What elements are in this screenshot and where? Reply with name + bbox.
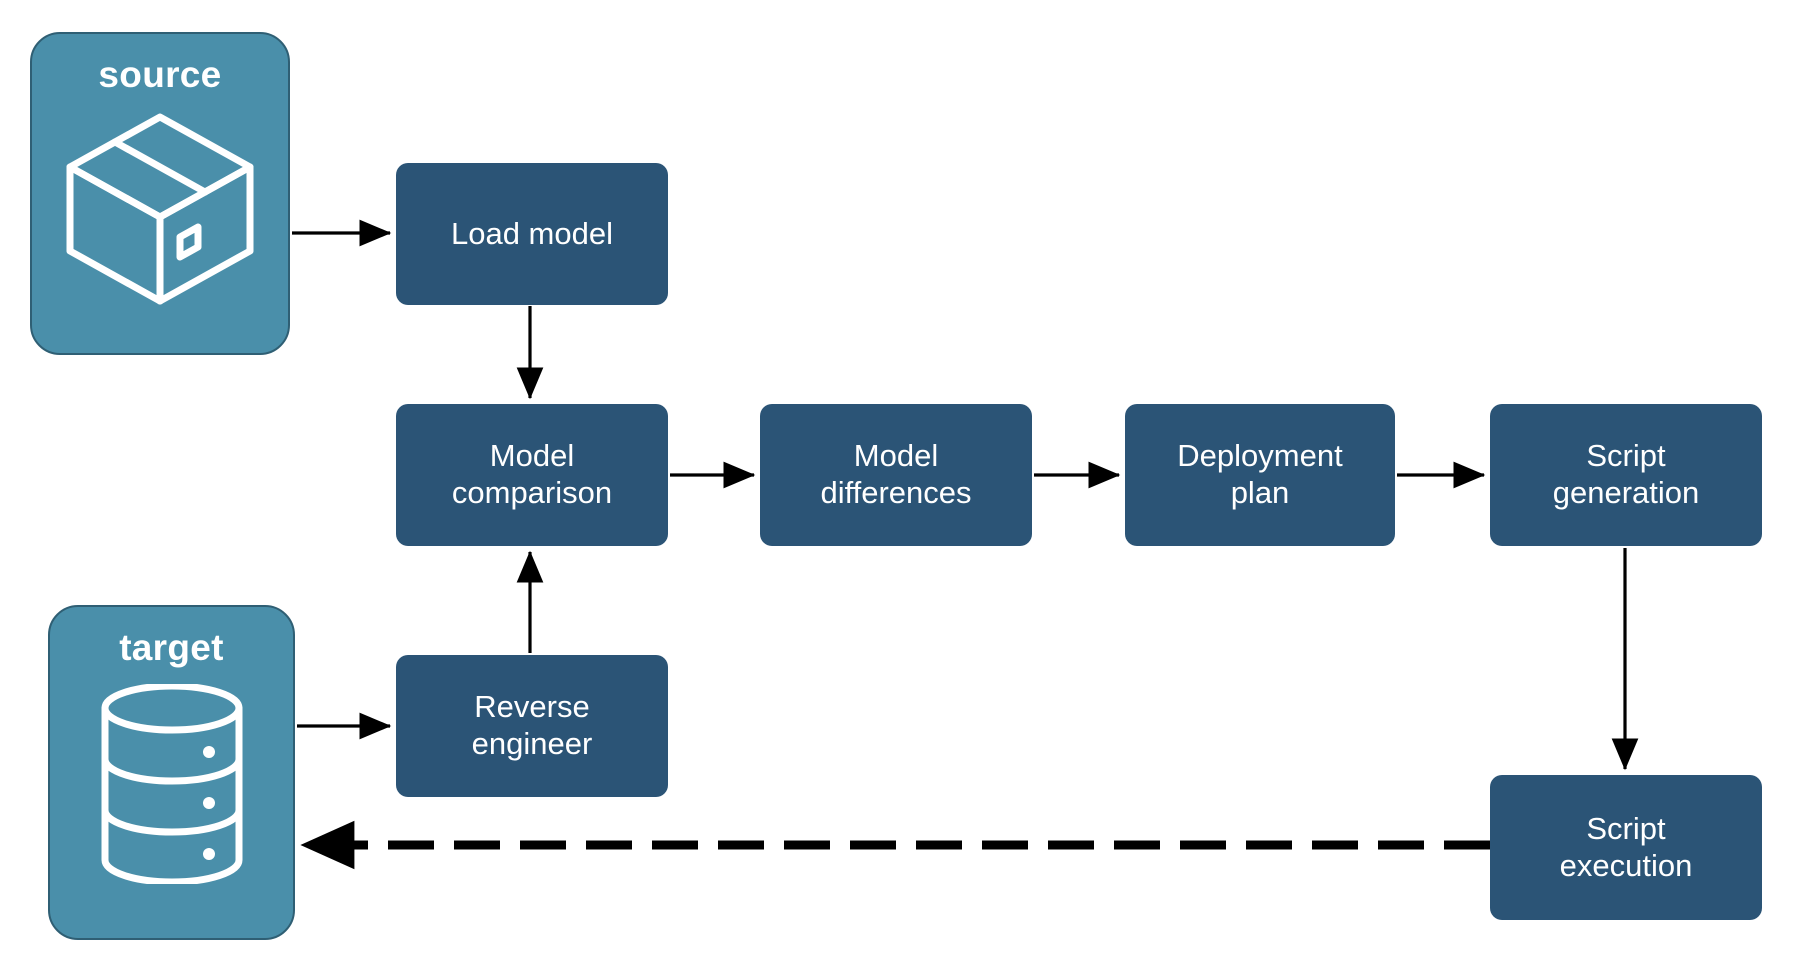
- package-box-icon: [62, 109, 258, 314]
- endpoint-source-label: source: [98, 54, 222, 95]
- process-model-differences-label: Model differences: [820, 438, 972, 510]
- process-script-generation-label: Script generation: [1552, 438, 1700, 510]
- process-model-comparison[interactable]: Model comparison: [396, 404, 668, 546]
- process-deployment-plan[interactable]: Deployment plan: [1125, 404, 1395, 546]
- process-deployment-plan-label: Deployment plan: [1177, 438, 1343, 510]
- endpoint-target-label: target: [119, 627, 224, 668]
- endpoint-source[interactable]: source: [30, 32, 290, 355]
- process-load-model-label: Load model: [450, 215, 613, 251]
- process-load-model[interactable]: Load model: [396, 163, 668, 305]
- process-script-execution-label: Script execution: [1559, 810, 1693, 883]
- process-reverse-engineer[interactable]: Reverse engineer: [396, 655, 668, 797]
- endpoint-target[interactable]: target: [48, 605, 295, 940]
- process-model-differences[interactable]: Model differences: [760, 404, 1032, 546]
- process-script-generation[interactable]: Script generation: [1490, 404, 1762, 546]
- process-script-execution[interactable]: Script execution: [1490, 775, 1762, 920]
- process-model-comparison-label: Model comparison: [451, 438, 613, 510]
- process-reverse-engineer-label: Reverse engineer: [471, 689, 593, 761]
- database-cylinder-icon: [97, 682, 247, 889]
